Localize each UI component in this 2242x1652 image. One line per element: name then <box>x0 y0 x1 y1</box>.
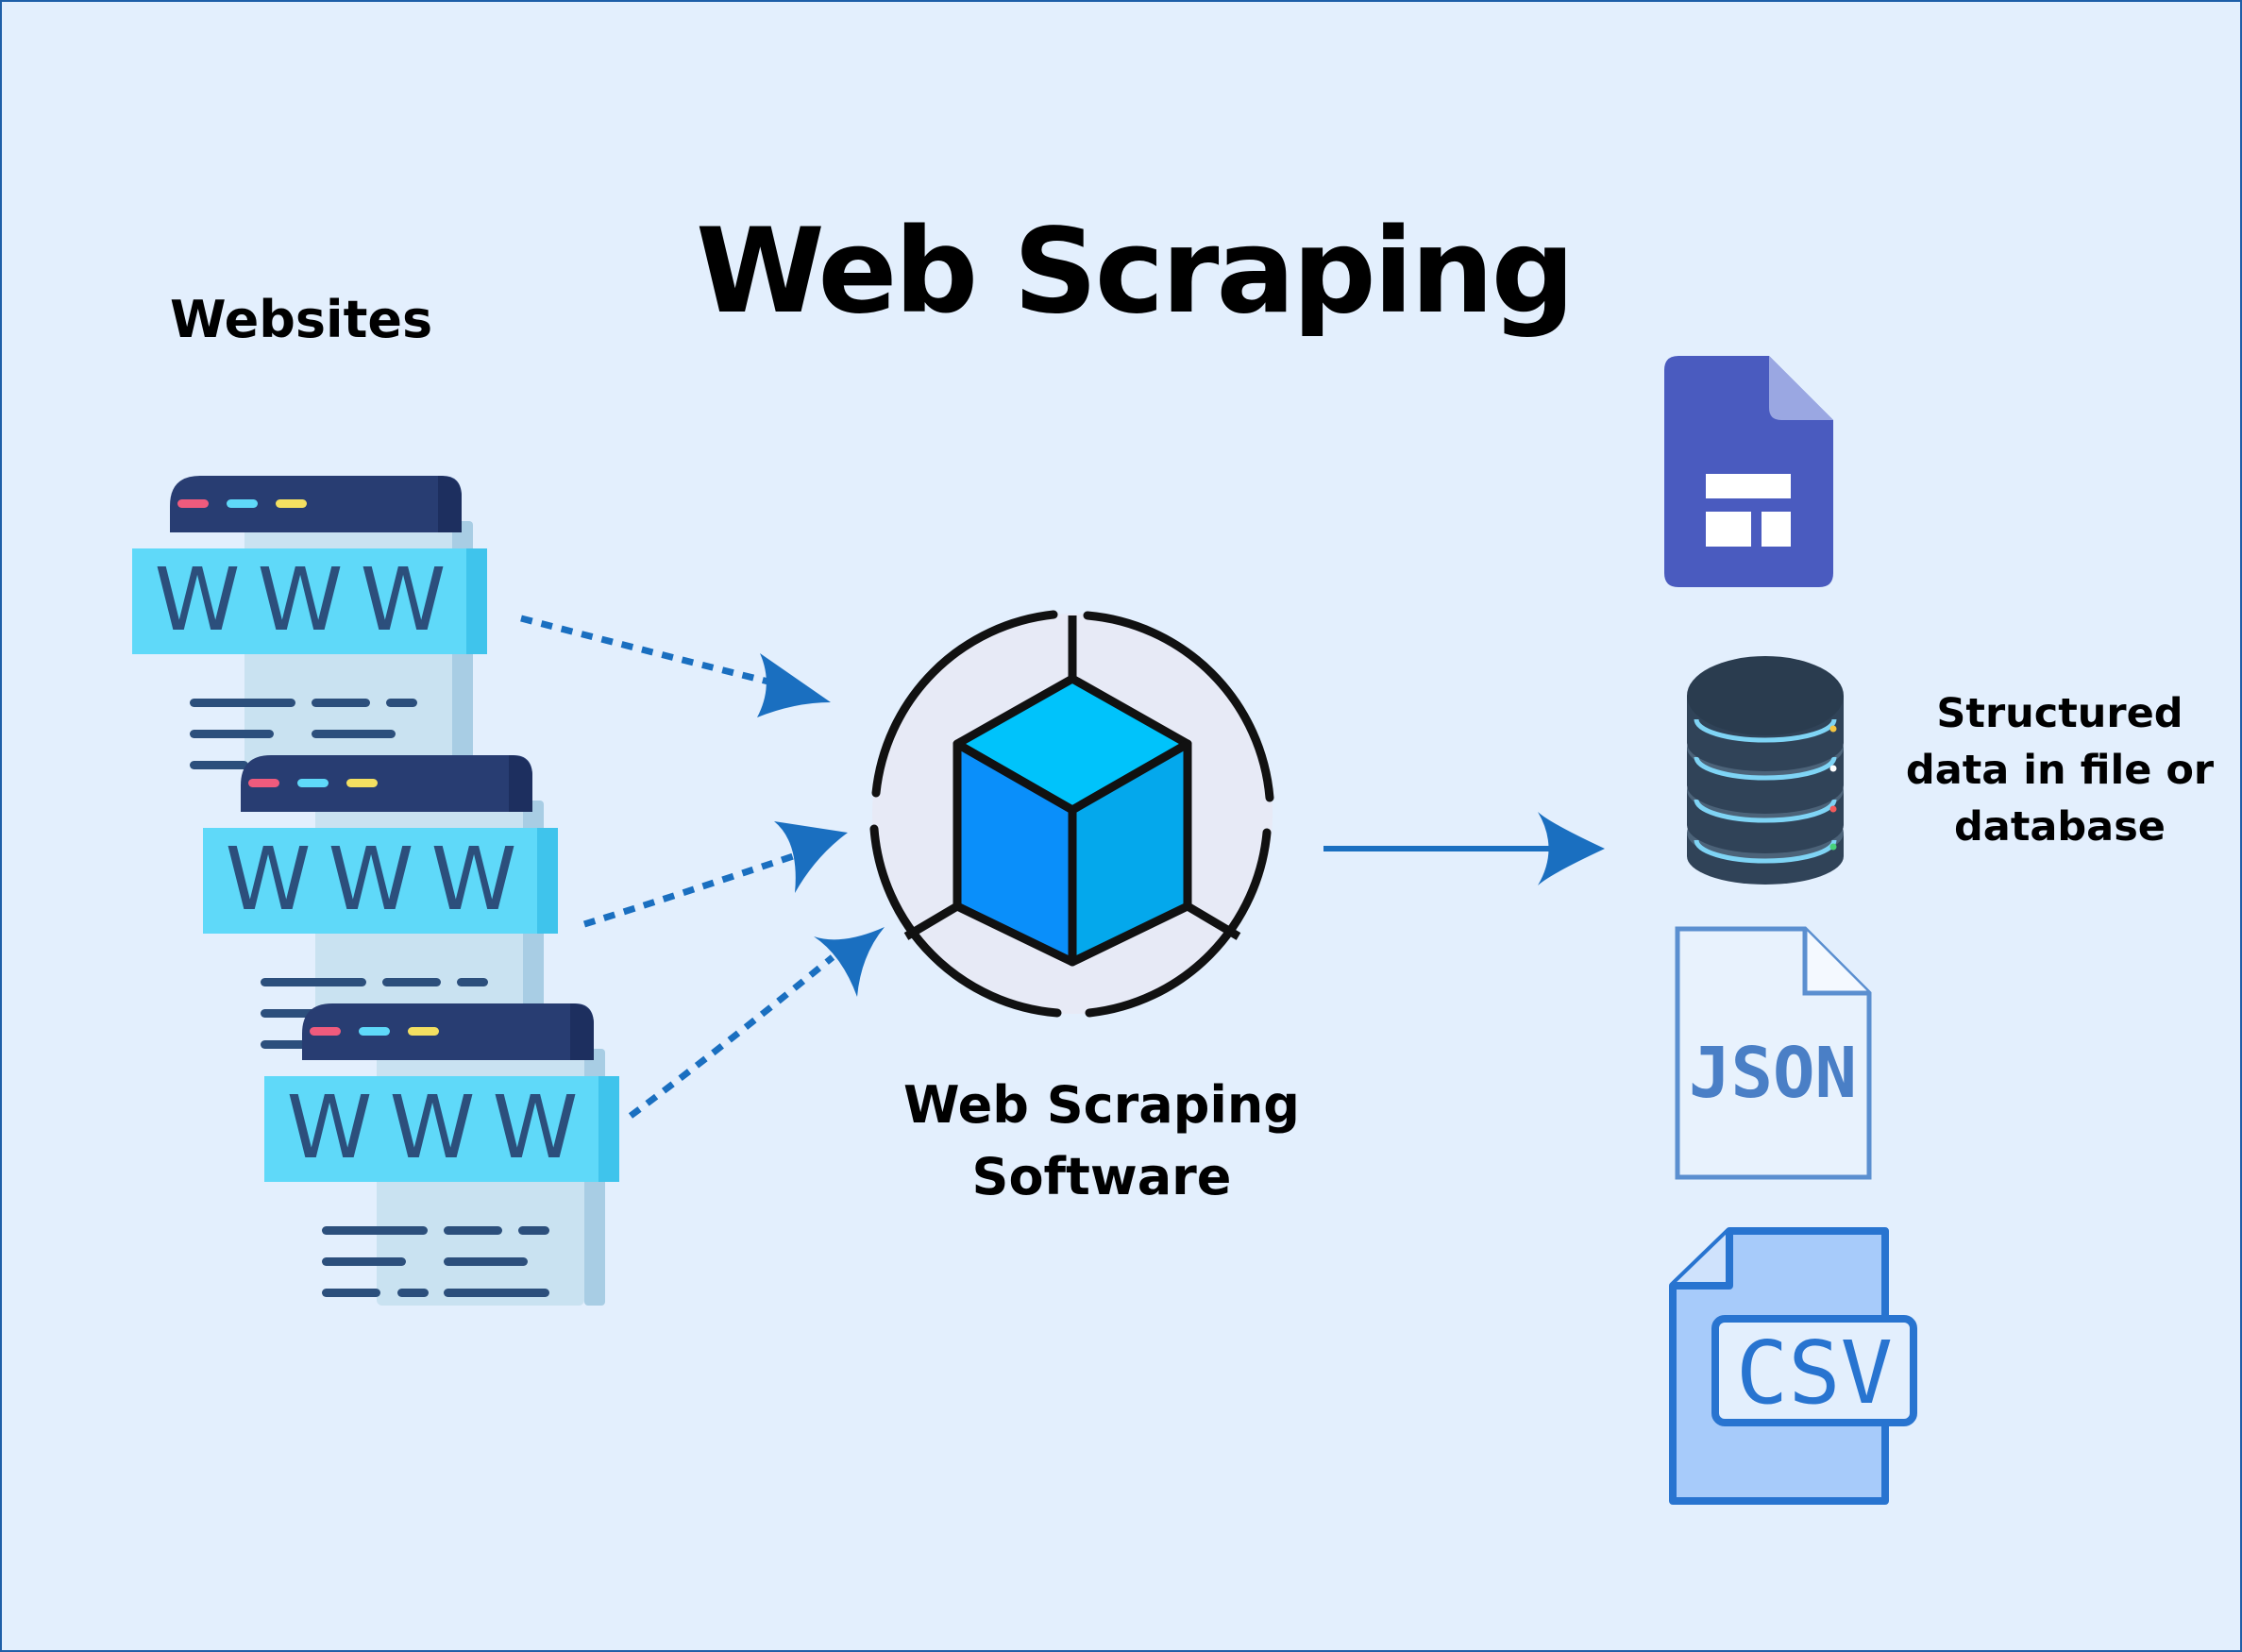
software-label-line-1: Web Scraping <box>903 1075 1300 1135</box>
arrow-website-3-to-software <box>628 927 885 1119</box>
cube-in-circle-icon <box>869 610 1274 1018</box>
diagram-title: Web Scraping <box>696 204 1575 340</box>
website-window-2: WWW <box>203 755 558 1057</box>
website-window-3-www: WWW <box>287 1077 596 1178</box>
website-window-1-www: WWW <box>155 549 464 650</box>
google-sites-document-icon <box>1664 356 1833 587</box>
json-file-label: JSON <box>1689 1033 1857 1114</box>
csv-file-label: CSV <box>1736 1323 1893 1424</box>
website-window-1: WWW <box>132 476 487 778</box>
websites-label: Websites <box>170 290 433 349</box>
database-stack-icon <box>1687 656 1844 885</box>
outputs-label-line-3: database <box>1954 803 2166 851</box>
json-file-icon: JSON <box>1675 926 1872 1180</box>
software-label-line-2: Software <box>971 1147 1232 1206</box>
arrow-software-to-outputs <box>1323 812 1605 885</box>
csv-file-icon: CSV <box>1669 1227 1917 1505</box>
website-window-3: WWW <box>264 1003 619 1306</box>
outputs-label-line-2: data in file or <box>1905 747 2215 794</box>
outputs-label-line-1: Structured <box>1936 690 2183 737</box>
arrow-website-2-to-software <box>582 821 848 928</box>
arrow-website-1-to-software <box>520 615 831 717</box>
website-window-2-www: WWW <box>226 829 534 930</box>
